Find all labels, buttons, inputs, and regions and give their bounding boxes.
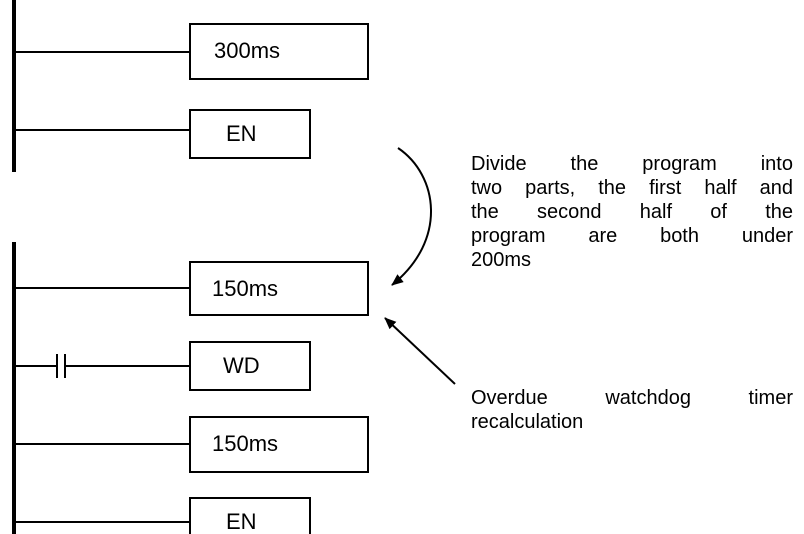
timer-label-150ms-1: 150ms [212,276,279,301]
wd-block [189,341,311,391]
timer-block-150ms-1 [189,261,369,316]
watchdog-note-line-1: Overdue watchdog timer [471,387,793,409]
split-note-line-5: 200ms [471,249,532,271]
timer-block-300ms [189,23,369,80]
timer-label-300ms: 300ms [214,38,281,63]
wd-label: WD [223,353,260,378]
en-label-lower: EN [226,509,257,534]
upper-program [12,0,369,172]
watchdog-arrow [384,317,456,385]
en-block-upper [189,109,311,159]
split-note-line-3: the second half of the [471,201,793,223]
timer-label-150ms-2: 150ms [212,431,279,456]
watchdog-note: Overdue watchdog timer recalculation [471,386,793,434]
split-curved-arrow [391,147,432,286]
lower-program [12,242,369,534]
timer-block-150ms-2 [189,416,369,473]
split-note-line-1: Divide the program into [471,153,793,175]
watchdog-note-line-2: recalculation [471,411,584,433]
split-program-note: Divide the program into two parts, the f… [471,152,793,272]
en-label-upper: EN [226,121,257,146]
en-block-lower [189,497,311,534]
split-note-line-2: two parts, the first half and [471,177,793,199]
split-note-line-4: program are both under [471,225,793,247]
